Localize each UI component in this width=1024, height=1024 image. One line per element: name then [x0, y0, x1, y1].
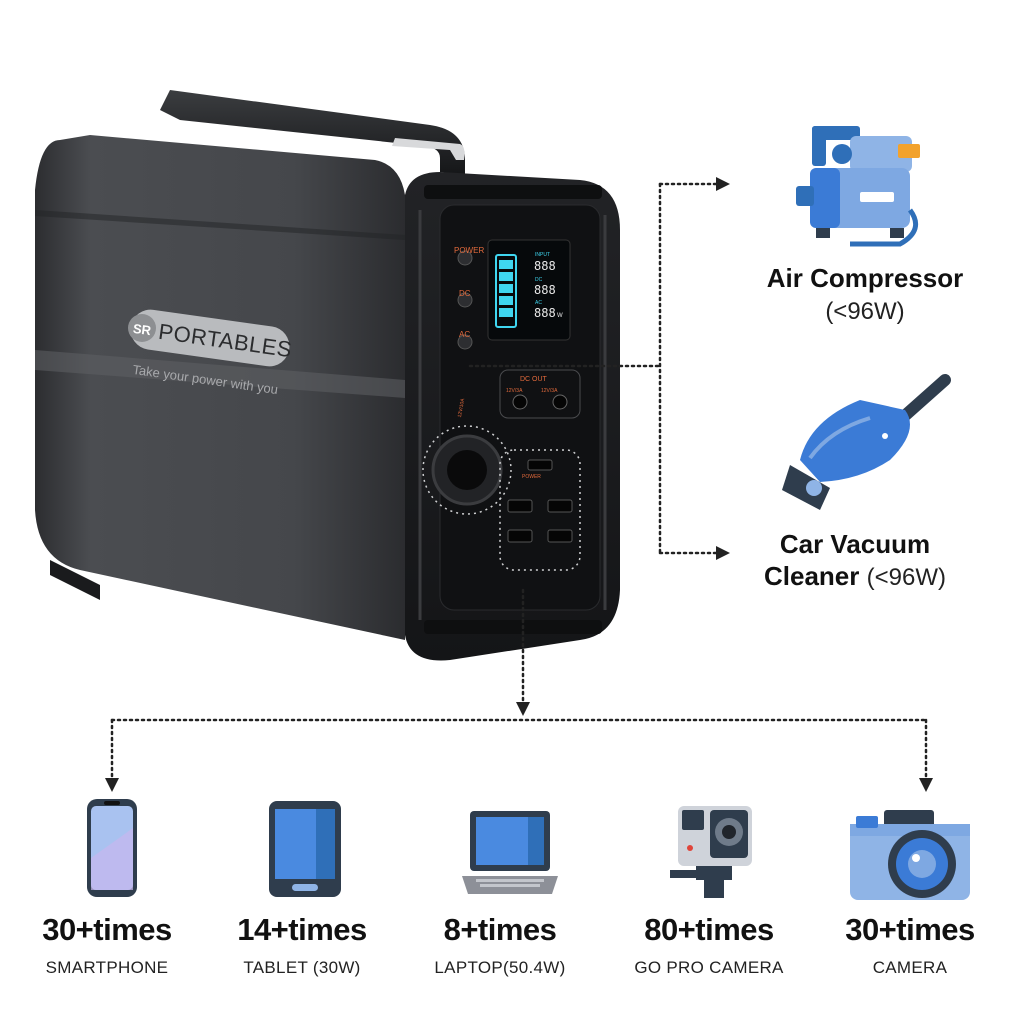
tablet-count: 14+times [237, 912, 367, 947]
air-compressor-name: Air Compressor [766, 263, 964, 293]
car-vacuum-name-line1: Car Vacuum [779, 529, 931, 559]
display-input-label: INPUT [535, 252, 550, 258]
laptop-name: LAPTOP(50.4W) [434, 958, 566, 977]
air-compressor-label: Air Compressor (<96W) [740, 262, 990, 328]
smartphone-name: SMARTPHONE [45, 958, 169, 977]
smartphone-count: 30+times [42, 912, 172, 947]
display-input-digits: 888 [534, 259, 556, 273]
dc-out-left-label: 12V/3A [506, 388, 523, 394]
gopro-name: GO PRO CAMERA [634, 958, 784, 977]
laptop-icon [462, 811, 558, 894]
device-laptop: 8+times LAPTOP(50.4W) [405, 912, 595, 978]
tablet-icon [269, 801, 341, 897]
power-label: POWER [454, 246, 485, 255]
car-vacuum-spec: (<96W) [866, 564, 946, 591]
gopro-count: 80+times [644, 912, 774, 947]
display-dc-digits: 888 [534, 283, 556, 297]
dc-port-left [512, 394, 528, 410]
display-dc-label: DC [535, 277, 543, 283]
car-vacuum-name-line2: Cleaner [764, 561, 860, 591]
camera-count: 30+times [845, 912, 975, 947]
station-body [35, 135, 405, 640]
smartphone-icon [87, 799, 137, 897]
dc-out-label: DC OUT [520, 376, 547, 383]
air-compressor-icon [796, 126, 920, 247]
device-tablet: 14+times TABLET (30W) [207, 912, 397, 978]
power-button [457, 250, 473, 266]
dc-out-right-label: 12V/3A [541, 388, 558, 394]
handle [160, 90, 465, 175]
usb-panel [499, 449, 581, 571]
usb-power-label: POWER [522, 474, 541, 480]
device-smartphone: 30+times SMARTPHONE [12, 912, 202, 978]
car-vacuum-label: Car Vacuum Cleaner (<96W) [740, 528, 970, 594]
device-gopro: 80+times GO PRO CAMERA [614, 912, 804, 978]
dc-label: DC [459, 289, 471, 298]
air-compressor-spec: (<96W) [825, 298, 905, 325]
display-ac-label: AC [535, 300, 542, 306]
power-station-image [35, 90, 620, 661]
ac-label: AC [459, 330, 471, 339]
ac-button [457, 334, 473, 350]
display-unit: W [557, 313, 563, 319]
gopro-camera-icon [670, 806, 752, 898]
device-camera: 30+times CAMERA [815, 912, 1005, 978]
brand-badge [128, 309, 290, 367]
dc-port-right [552, 394, 568, 410]
laptop-count: 8+times [443, 912, 557, 947]
camera-icon [850, 810, 970, 900]
display-ac-digits: 888 [534, 306, 556, 320]
dc-out-panel [499, 369, 581, 419]
camera-name: CAMERA [872, 958, 948, 977]
tablet-name: TABLET (30W) [243, 958, 361, 977]
car-vacuum-icon [782, 374, 951, 510]
dc-button [457, 292, 473, 308]
